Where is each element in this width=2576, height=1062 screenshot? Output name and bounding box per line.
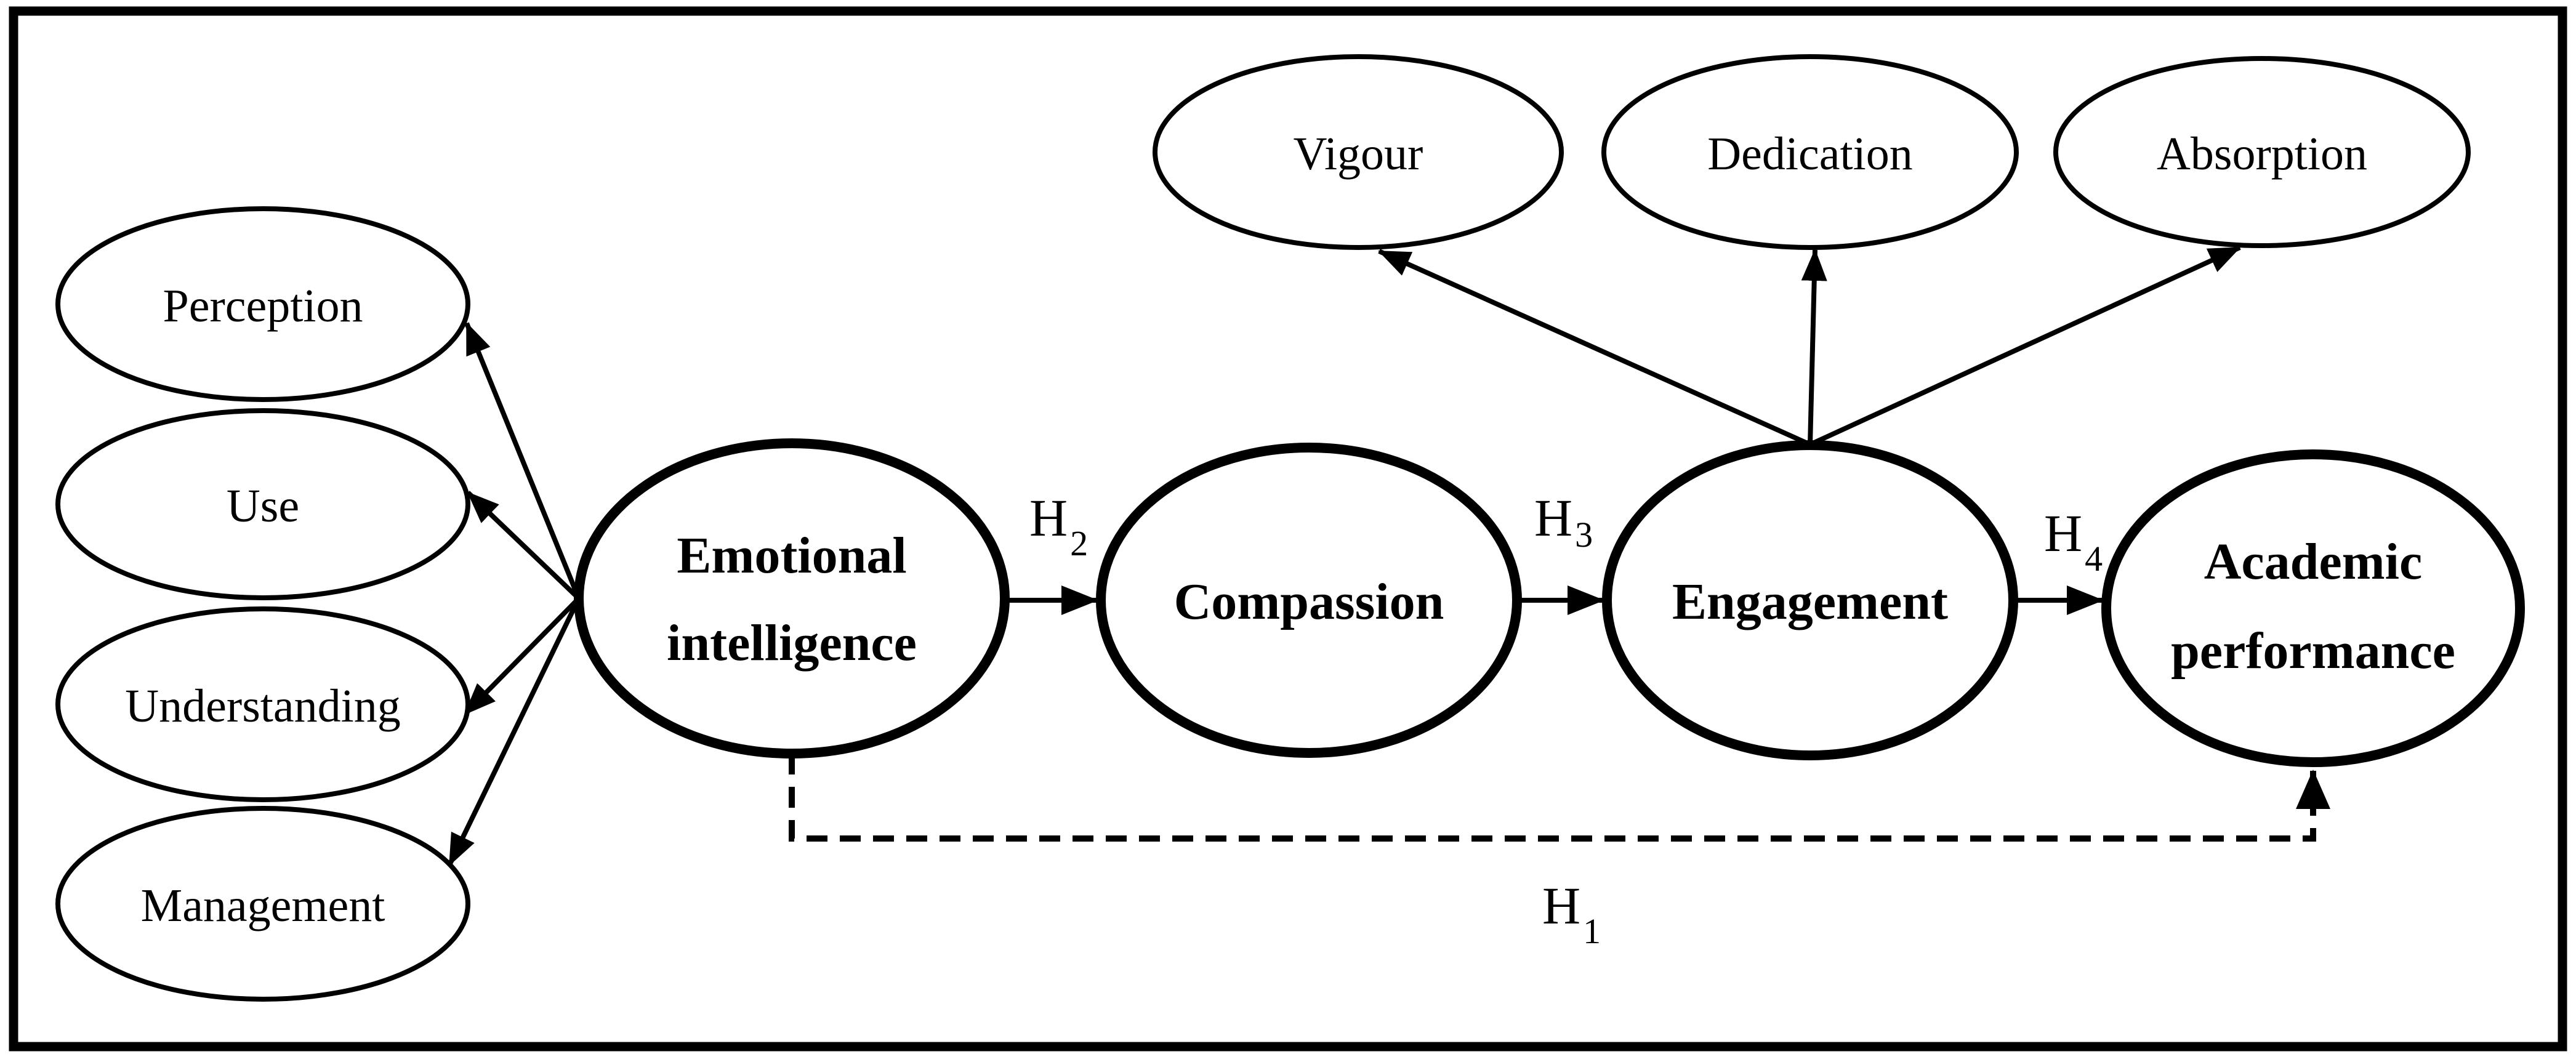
h4-subscript: 4: [2085, 539, 2103, 579]
perception-label: Perception: [163, 280, 363, 332]
use-ellipse: [55, 408, 470, 600]
edge-ei-management: [447, 597, 581, 866]
edge-ei-perception: [464, 322, 581, 600]
h3-label: H3: [1534, 488, 1593, 555]
h1-label: H1: [1542, 876, 1601, 951]
h4-label: H4: [2044, 504, 2103, 579]
node-understanding: Understanding: [55, 606, 470, 802]
vigour-ellipse: [1153, 54, 1564, 250]
h3-symbol: H: [1534, 488, 1572, 547]
node-academic-performance: Academic performance: [2101, 449, 2525, 767]
dedication-label: Dedication: [1707, 128, 1912, 180]
compassion-ellipse: [1096, 443, 1522, 758]
node-perception: Perception: [55, 206, 470, 402]
node-dedication: Dedication: [1601, 54, 2019, 250]
edge-engagement-dedication: [1801, 249, 1827, 445]
vigour-label: Vigour: [1294, 128, 1423, 180]
emotional-intelligence-label-line1: Emotional: [677, 527, 906, 584]
management-label: Management: [141, 880, 385, 931]
understanding-ellipse: [55, 606, 470, 802]
academic-performance-label-line2: performance: [2171, 622, 2455, 680]
edge-h1-ei-academic-dashed: [789, 754, 2330, 842]
h4-symbol: H: [2044, 504, 2082, 563]
node-use: Use: [55, 408, 470, 600]
h1-subscript: 1: [1583, 911, 1601, 951]
edges-ei-indicators: [447, 322, 581, 866]
h1-symbol: H: [1542, 876, 1580, 935]
edges-engagement-indicators: [1378, 245, 2241, 447]
compassion-label: Compassion: [1174, 573, 1444, 630]
h2-label: H2: [1029, 488, 1088, 563]
understanding-label: Understanding: [125, 680, 400, 732]
engagement-ellipse: [1602, 440, 2018, 760]
node-compassion: Compassion: [1096, 443, 1522, 758]
absorption-ellipse: [2053, 56, 2471, 248]
absorption-label: Absorption: [2157, 128, 2367, 180]
academic-performance-label-line1: Academic: [2204, 533, 2423, 590]
node-emotional-intelligence: Emotional intelligence: [574, 438, 1010, 758]
emotional-intelligence-ellipse: [574, 438, 1010, 758]
management-ellipse: [55, 806, 470, 1002]
h3-subscript: 3: [1575, 515, 1593, 555]
node-absorption: Absorption: [2053, 56, 2471, 248]
h2-subscript: 2: [1070, 523, 1088, 563]
edge-engagement-absorption: [1809, 245, 2241, 447]
emotional-intelligence-label-line2: intelligence: [667, 614, 917, 672]
h2-symbol: H: [1029, 488, 1068, 547]
academic-performance-ellipse: [2101, 449, 2525, 767]
edge-ei-use: [466, 491, 581, 600]
use-label: Use: [227, 480, 299, 532]
node-engagement: Engagement: [1602, 440, 2018, 760]
edge-ei-understanding: [463, 597, 581, 716]
node-management: Management: [55, 806, 470, 1002]
edge-engagement-vigour: [1378, 249, 1811, 447]
engagement-label: Engagement: [1672, 573, 1948, 630]
dedication-ellipse: [1601, 54, 2019, 250]
node-vigour: Vigour: [1153, 54, 1564, 250]
perception-ellipse: [55, 206, 470, 402]
